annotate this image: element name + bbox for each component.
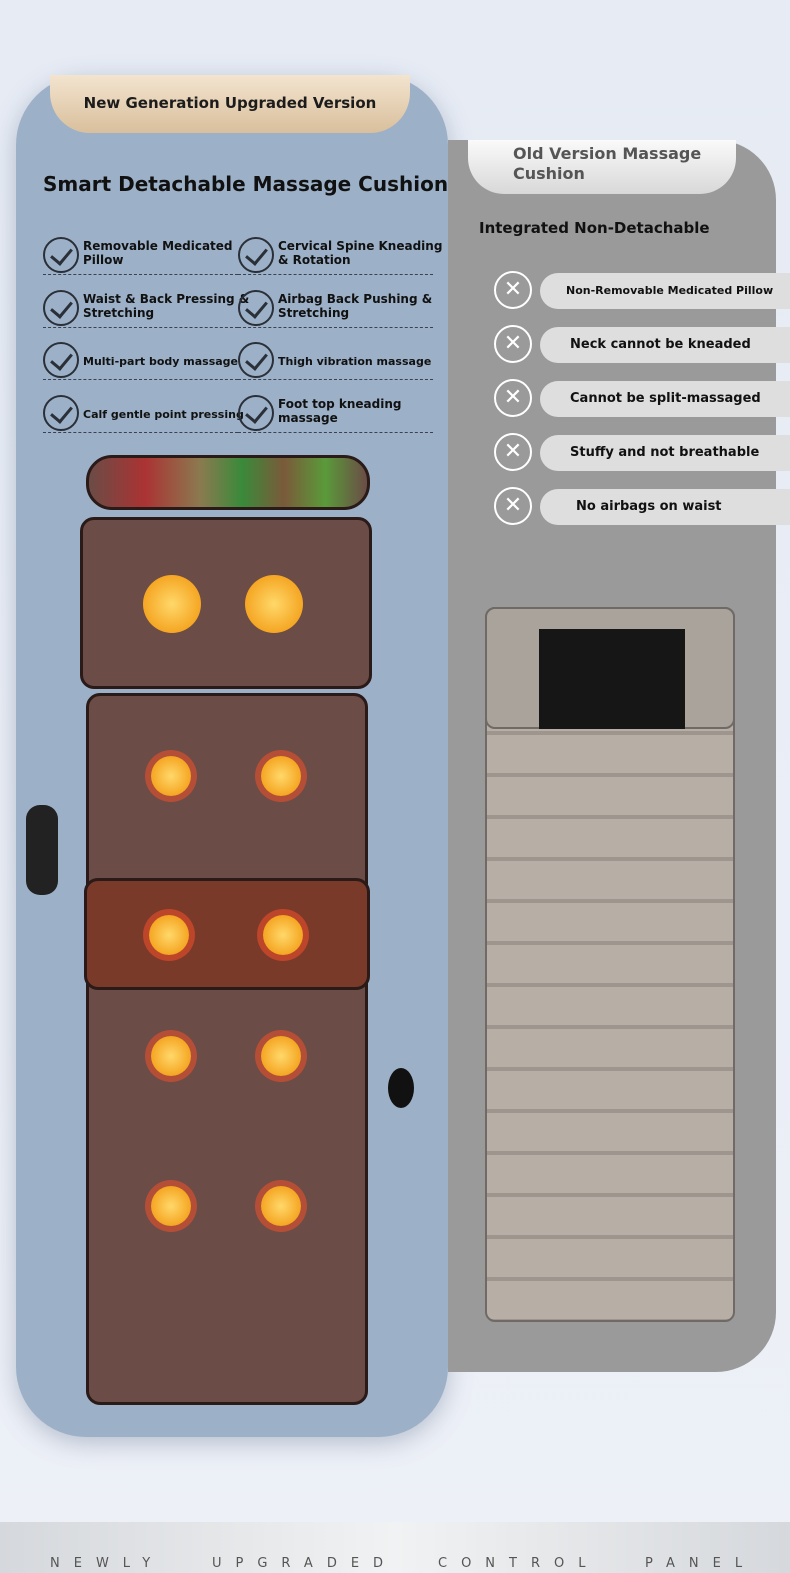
detachable-massage-cushion-image	[80, 455, 372, 1405]
x-circle-icon: ✕	[494, 271, 532, 309]
old-version-badge: Old Version Massage Cushion	[468, 140, 736, 194]
footer-word: PANEL	[645, 1556, 757, 1571]
drawback-label: Cannot be split-massaged	[540, 381, 790, 417]
feature-label: Cervical Spine Kneading & Rotation	[278, 239, 443, 267]
kneading-node	[245, 575, 303, 633]
drawback-item: ✕Non-Removable Medicated Pillow	[494, 271, 790, 311]
drawback-item: ✕Neck cannot be kneaded	[494, 325, 790, 365]
waist-section	[84, 878, 370, 990]
feature-item: Thigh vibration massage	[238, 340, 433, 380]
air-pump-icon	[388, 1068, 414, 1108]
drawback-item: ✕Stuffy and not breathable	[494, 433, 790, 473]
heat-node	[151, 756, 191, 796]
x-circle-icon: ✕	[494, 325, 532, 363]
footer-word: NEWLY	[50, 1556, 165, 1571]
heat-node	[261, 756, 301, 796]
old-cushion-head	[485, 607, 735, 729]
feature-item: Multi-part body massage	[43, 340, 238, 380]
feature-item: Removable Medicated Pillow	[43, 235, 238, 275]
drawback-label: Neck cannot be kneaded	[540, 327, 790, 363]
body-section	[86, 693, 368, 1405]
check-circle-icon	[43, 395, 79, 431]
x-circle-icon: ✕	[494, 487, 532, 525]
feature-item: Cervical Spine Kneading & Rotation	[238, 235, 442, 275]
feature-item: Airbag Back Pushing & Stretching	[238, 288, 433, 328]
x-circle-icon: ✕	[494, 433, 532, 471]
check-circle-icon	[43, 237, 79, 273]
heat-node	[151, 1036, 191, 1076]
old-cushion-mesh	[539, 629, 685, 729]
check-circle-icon	[238, 395, 274, 431]
feature-item: Waist & Back Pressing & Stretching	[43, 288, 249, 328]
feature-item: Foot top kneading massage	[238, 393, 433, 433]
footer-banner: NEWLY UPGRADED CONTROL PANEL	[0, 1522, 790, 1573]
heat-node	[261, 1186, 301, 1226]
heat-node	[261, 1036, 301, 1076]
new-version-badge: New Generation Upgraded Version	[50, 75, 410, 133]
drawback-label: Non-Removable Medicated Pillow	[540, 273, 790, 309]
check-circle-icon	[43, 290, 79, 326]
check-circle-icon	[238, 290, 274, 326]
drawback-label: No airbags on waist	[540, 489, 790, 525]
x-circle-icon: ✕	[494, 379, 532, 417]
feature-label: Multi-part body massage	[83, 355, 238, 368]
heat-node	[263, 915, 303, 955]
feature-label: Foot top kneading massage	[278, 397, 402, 425]
footer-word: CONTROL	[438, 1556, 600, 1571]
old-version-title: Integrated Non-Detachable	[479, 219, 710, 237]
footer-word: UPGRADED	[212, 1556, 398, 1571]
drawback-item: ✕Cannot be split-massaged	[494, 379, 790, 419]
medicated-pillow	[86, 455, 370, 510]
remote-control-icon	[26, 805, 58, 895]
feature-label: Removable Medicated Pillow	[83, 239, 233, 267]
drawback-item: ✕No airbags on waist	[494, 487, 790, 527]
heat-node	[149, 915, 189, 955]
feature-label: Calf gentle point pressing	[83, 408, 244, 421]
feature-label: Airbag Back Pushing & Stretching	[278, 292, 433, 320]
feature-label: Waist & Back Pressing & Stretching	[83, 292, 250, 320]
check-circle-icon	[43, 342, 79, 378]
drawback-label: Stuffy and not breathable	[540, 435, 790, 471]
check-circle-icon	[238, 237, 274, 273]
feature-item: Calf gentle point pressing	[43, 393, 244, 433]
heat-node	[151, 1186, 191, 1226]
feature-label: Thigh vibration massage	[278, 355, 432, 368]
neck-section	[80, 517, 372, 689]
kneading-node	[143, 575, 201, 633]
check-circle-icon	[238, 342, 274, 378]
new-version-title: Smart Detachable Massage Cushion	[43, 172, 449, 196]
